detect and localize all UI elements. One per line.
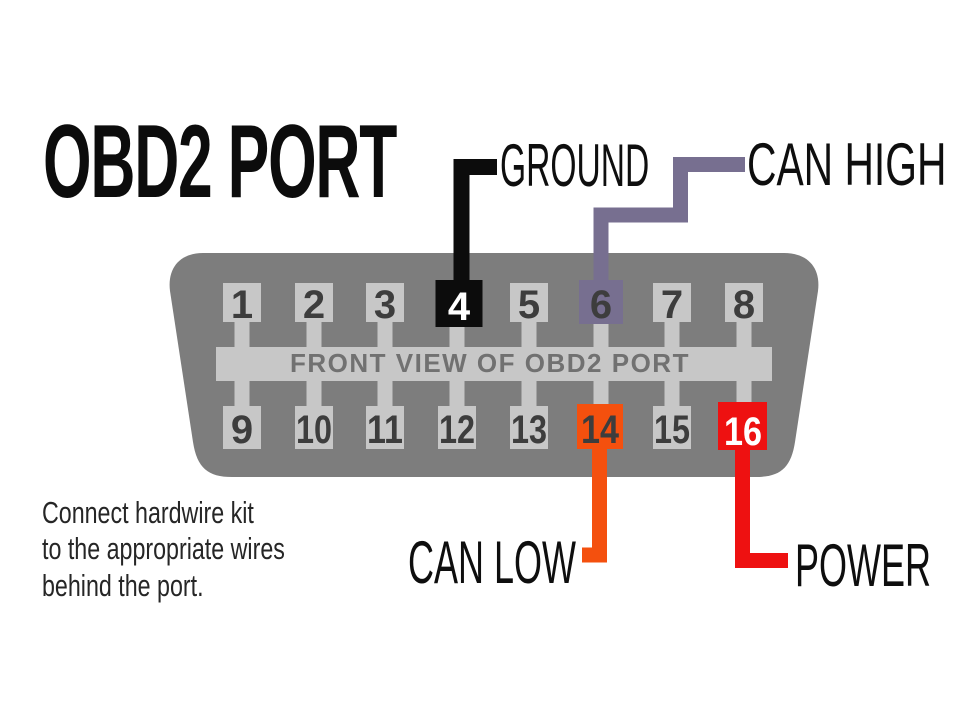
- can-high-label: CAN HIGH: [747, 131, 946, 198]
- page-title: OBD2 PORT: [43, 104, 398, 220]
- pin-8-number: 8: [733, 283, 755, 327]
- pin-5-number: 5: [518, 283, 540, 327]
- pin-16-pad-power: [718, 402, 767, 450]
- can-high-wire: [593, 157, 745, 300]
- pin-15-number: 15: [654, 408, 690, 452]
- pin-numbers-top: 1 2 3 4 5 6 7 8: [231, 283, 755, 329]
- pin-pads-top: [223, 283, 763, 322]
- pin-numbers-bottom: 9 10 11 12 13 14 15 16: [231, 408, 762, 454]
- note-line-1: Connect hardwire kit: [42, 495, 254, 530]
- pin-6-number: 6: [590, 283, 612, 327]
- ground-label: GROUND: [500, 133, 649, 200]
- pin-7-number: 7: [661, 283, 683, 327]
- pin-11-number: 11: [367, 408, 403, 452]
- power-label-text: POWER: [795, 533, 931, 600]
- pin-9-number: 9: [231, 408, 253, 452]
- pin-2-number: 2: [303, 283, 325, 327]
- ground-label-text: GROUND: [500, 133, 649, 200]
- pin-1-number: 1: [231, 283, 253, 327]
- port-caption: FRONT VIEW OF OBD2 PORT: [290, 348, 690, 378]
- port-middle-band: [216, 347, 772, 381]
- note-line-2: to the appropriate wires: [42, 531, 285, 566]
- pin-pads-bottom: [223, 406, 691, 449]
- ground-wire: [453, 159, 497, 300]
- can-low-wire: [582, 430, 607, 563]
- power-wire: [735, 430, 788, 568]
- note-line-3: behind the port.: [42, 568, 204, 603]
- can-low-label-text: CAN LOW: [408, 530, 576, 597]
- note: Connect hardwire kit to the appropriate …: [42, 495, 285, 603]
- pin-16-number: 16: [724, 410, 762, 454]
- pin-10-number: 10: [296, 408, 332, 452]
- pin-4-pad-ground: [435, 280, 483, 327]
- pin-14-number: 14: [581, 408, 620, 452]
- page-title-text: OBD2 PORT: [43, 104, 397, 220]
- pin-stems-bottom: [234, 378, 752, 408]
- pin-3-number: 3: [374, 283, 396, 327]
- can-high-label-text: CAN HIGH: [747, 131, 946, 198]
- pin-4-number: 4: [448, 285, 471, 329]
- pin-13-number: 13: [511, 408, 547, 452]
- can-low-label: CAN LOW: [408, 530, 576, 597]
- pin-12-number: 12: [439, 408, 475, 452]
- power-label: POWER: [795, 533, 931, 600]
- pin-14-pad-can-low: [577, 404, 623, 449]
- pin-6-pad-can-high: [579, 280, 623, 324]
